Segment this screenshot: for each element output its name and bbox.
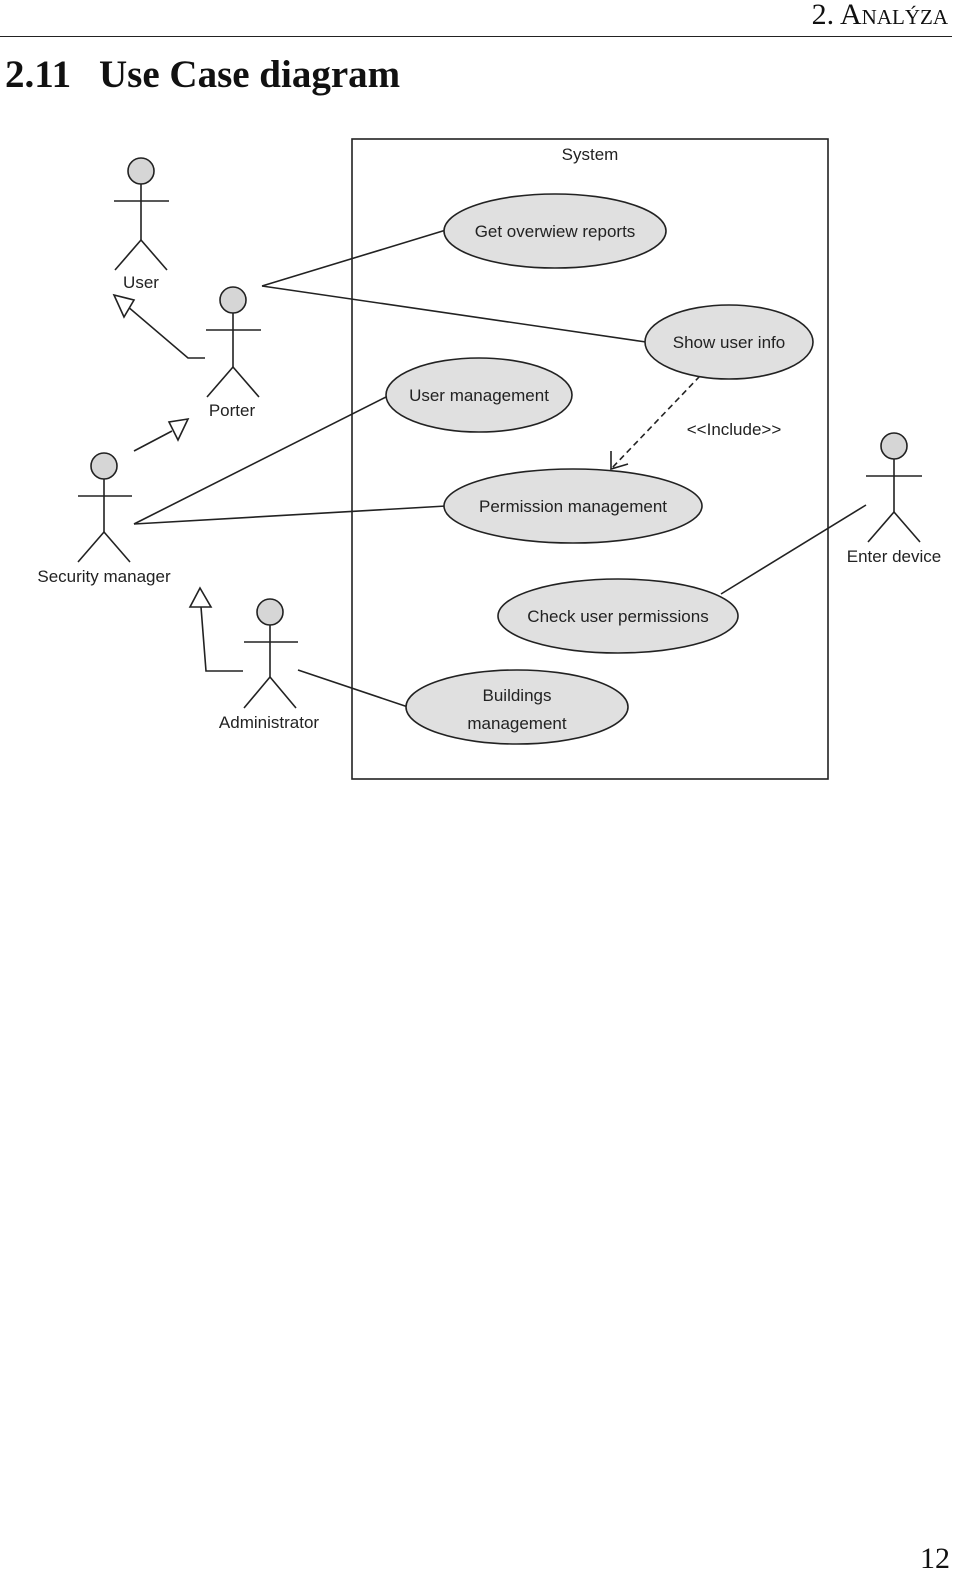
actor-administrator xyxy=(243,598,298,709)
system-boundary xyxy=(351,138,829,780)
usecase-user-management xyxy=(385,357,573,433)
usecase-check-user-permissions xyxy=(497,578,739,654)
usecase-label-permission-management: Permission management xyxy=(479,497,667,516)
assoc-enterdevice-check xyxy=(720,504,867,595)
gen-porter-user-line xyxy=(126,305,205,359)
usecase-label-get-overview-reports: Get overwiew reports xyxy=(475,222,636,241)
running-head: 2. Analýza xyxy=(0,0,952,37)
use-case-diagram: System User Porter Security manager Admi… xyxy=(37,138,942,780)
gen-porter-user-arrow xyxy=(112,293,136,319)
usecase-label-show-user-info: Show user info xyxy=(673,333,785,352)
assoc-porter-reports xyxy=(261,229,447,287)
actor-enter-device-head xyxy=(880,432,908,460)
usecase-permission-management xyxy=(443,468,703,544)
assoc-security-usermgmt xyxy=(133,394,391,525)
usecase-get-overview-reports xyxy=(443,193,667,269)
gen-admin-security-line xyxy=(200,606,243,672)
gen-security-porter-line xyxy=(133,430,173,452)
usecase-show-user-info xyxy=(644,304,814,380)
assoc-porter-userinfo xyxy=(261,285,647,343)
actor-administrator-head xyxy=(256,598,284,626)
section-number: 2.11 xyxy=(5,53,72,96)
actor-label-enter-device: Enter device xyxy=(847,547,942,566)
actor-porter xyxy=(206,286,261,398)
section-title-text: Use Case diagram xyxy=(99,53,401,96)
actor-label-user: User xyxy=(123,273,159,292)
usecase-label-buildings-line1: Buildings xyxy=(483,686,552,705)
actor-enter-device xyxy=(866,432,922,543)
actor-label-security-manager: Security manager xyxy=(37,567,171,586)
actor-user-head xyxy=(127,157,155,185)
system-label: System xyxy=(562,145,619,164)
assoc-admin-buildings xyxy=(297,669,409,708)
usecase-buildings-management xyxy=(405,669,629,745)
actor-user xyxy=(114,157,169,271)
gen-admin-security-arrow xyxy=(188,586,213,608)
actor-security-manager xyxy=(77,452,132,563)
include-dependency xyxy=(610,375,701,470)
page-number: 12 xyxy=(920,1542,950,1575)
section-title: 2.11 Use Case diagram xyxy=(5,52,400,97)
assoc-security-permmgmt xyxy=(133,505,447,525)
actor-label-porter: Porter xyxy=(209,401,256,420)
chapter-heading: 2. Analýza xyxy=(811,0,948,31)
include-arrowhead xyxy=(610,451,629,471)
usecase-label-user-management: User management xyxy=(409,386,549,405)
actor-security-manager-head xyxy=(90,452,118,480)
actor-porter-head xyxy=(219,286,247,314)
gen-security-porter-arrow xyxy=(167,417,190,442)
usecase-label-buildings-line2: management xyxy=(467,714,567,733)
include-label: <<Include>> xyxy=(687,420,782,439)
usecase-label-check-user-permissions: Check user permissions xyxy=(527,607,708,626)
actor-label-administrator: Administrator xyxy=(219,713,319,732)
